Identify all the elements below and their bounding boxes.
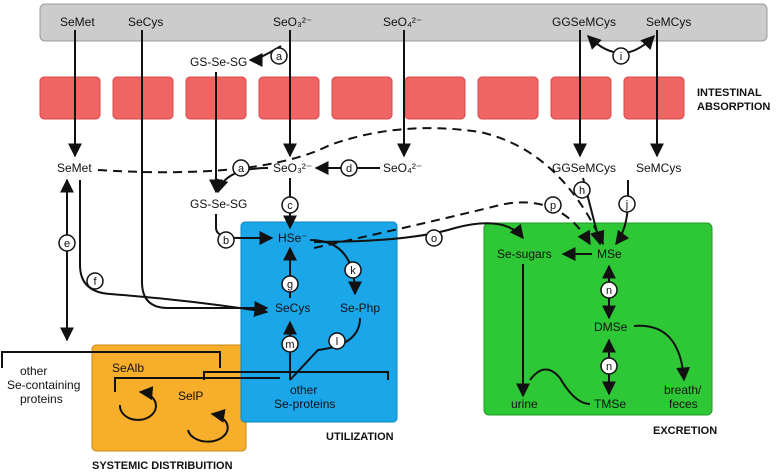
mid-gs-se-sg: GS-Se-SG bbox=[190, 197, 247, 211]
dashed-routes bbox=[97, 127, 605, 249]
lumen-secys: SeCys bbox=[128, 15, 163, 29]
step-b: b bbox=[223, 235, 229, 247]
sys-selp: SelP bbox=[178, 389, 203, 403]
step-d: d bbox=[346, 163, 352, 175]
util-hse: HSe⁻ bbox=[278, 231, 308, 245]
systemic-label: SYSTEMIC DISTRIBUITION bbox=[92, 460, 233, 472]
step-l: l bbox=[336, 336, 338, 348]
sys-other-2: Se-containing bbox=[7, 378, 80, 392]
step-a2: a bbox=[238, 163, 245, 175]
step-n2: n bbox=[606, 361, 612, 373]
step-c: c bbox=[287, 200, 293, 212]
exc-mse: MSe bbox=[597, 247, 622, 261]
mid-semet: SeMet bbox=[57, 161, 92, 175]
exc-urine: urine bbox=[511, 397, 538, 411]
step-e: e bbox=[64, 238, 70, 250]
util-other-1: other bbox=[290, 383, 317, 397]
sys-sealb: SeAlb bbox=[112, 361, 144, 375]
exc-sesugars: Se-sugars bbox=[497, 247, 552, 261]
mid-ggsemcys: GGSeMCys bbox=[552, 161, 616, 175]
lumen-ggsemcys: GGSeMCys bbox=[552, 15, 616, 29]
step-labels: a a d c b e f g k l m i h p j o n n bbox=[64, 51, 628, 373]
intestinal-label-2: ABSORPTION bbox=[697, 101, 770, 113]
step-markers bbox=[58, 47, 636, 375]
intestinal-label-1: INTESTINAL bbox=[697, 87, 762, 99]
step-i: i bbox=[620, 51, 622, 63]
step-n1: n bbox=[606, 285, 612, 297]
step-m: m bbox=[285, 339, 294, 351]
utilization-label: UTILIZATION bbox=[326, 431, 394, 443]
sys-other-1: other bbox=[20, 364, 47, 378]
excretion-box bbox=[483, 222, 713, 416]
util-other-2: Se-proteins bbox=[274, 397, 335, 411]
mid-seo3: SeO₃²⁻ bbox=[273, 161, 312, 175]
util-secys: SeCys bbox=[275, 301, 310, 315]
exc-dmse: DMSe bbox=[594, 320, 628, 334]
excretion-label: EXCRETION bbox=[653, 425, 717, 437]
lumen-semcys: SeMCys bbox=[646, 15, 691, 29]
exc-tmse: TMSe bbox=[594, 397, 626, 411]
utilization-box bbox=[240, 221, 398, 423]
step-p: p bbox=[550, 200, 556, 212]
upper-gs-se-sg: GS-Se-SG bbox=[190, 55, 247, 69]
mid-seo4: SeO₄²⁻ bbox=[383, 161, 422, 175]
step-o: o bbox=[431, 233, 437, 245]
step-g: g bbox=[287, 279, 293, 291]
lumen-semet: SeMet bbox=[60, 15, 95, 29]
step-k: k bbox=[350, 265, 356, 277]
step-f: f bbox=[93, 276, 97, 288]
mid-semcys: SeMCys bbox=[636, 161, 681, 175]
lumen-seo4: SeO₄²⁻ bbox=[383, 15, 422, 29]
util-sephp: Se-Php bbox=[340, 301, 380, 315]
step-a1: a bbox=[276, 51, 283, 63]
intestinal-villi bbox=[39, 76, 685, 120]
step-h: h bbox=[579, 185, 585, 197]
step-j: j bbox=[625, 199, 628, 211]
exc-breath: breath/ bbox=[664, 383, 702, 397]
sys-other-3: proteins bbox=[20, 392, 63, 406]
exc-feces: feces bbox=[669, 397, 698, 411]
lumen-seo3: SeO₃²⁻ bbox=[273, 15, 312, 29]
